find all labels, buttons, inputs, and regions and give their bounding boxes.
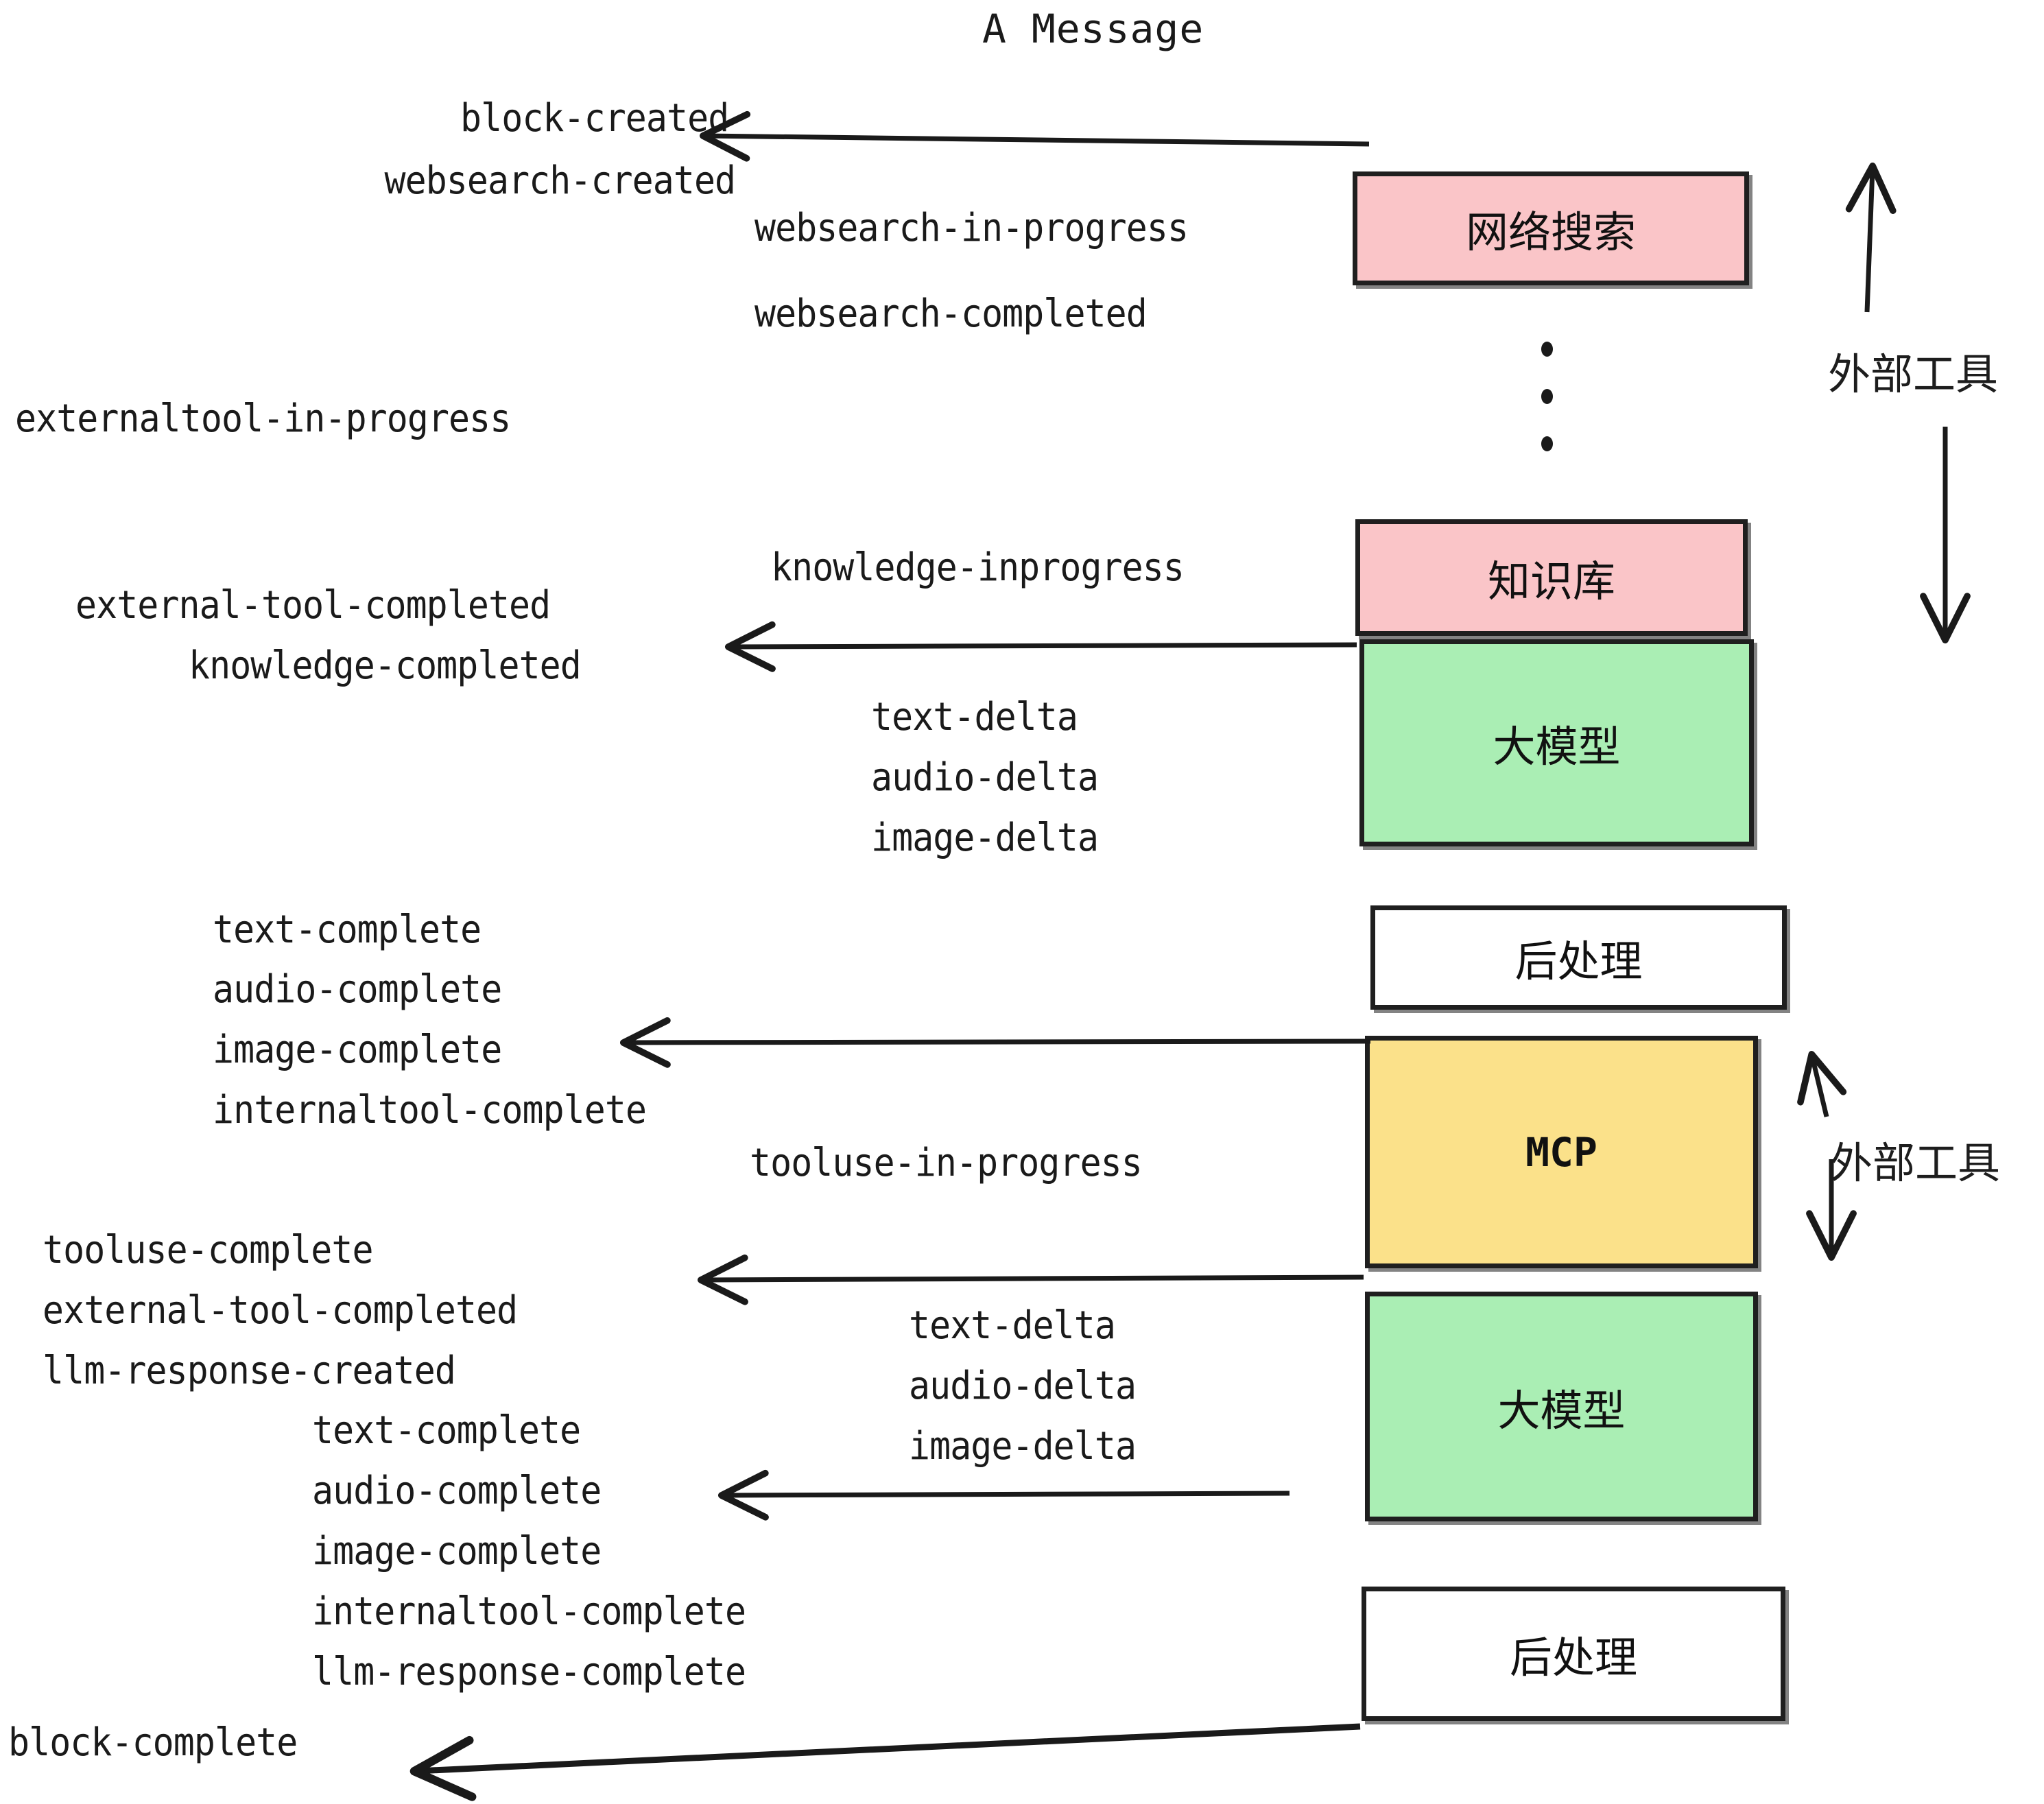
event-internaltool-complete-2: internaltool-complete: [312, 1589, 746, 1634]
event-llm-response-created: llm-response-created: [43, 1349, 456, 1393]
event-websearch-created: websearch-created: [384, 158, 737, 203]
arrow-knowledge-to-completed: [724, 621, 1357, 672]
box-mcp: MCP: [1365, 1036, 1758, 1268]
arrow-postprocess-to-image-complete: [619, 1017, 1371, 1068]
event-knowledge-inprogress: knowledge-inprogress: [771, 545, 1185, 590]
event-audio-complete-1: audio-complete: [213, 967, 502, 1012]
event-text-delta-2: text-delta: [909, 1303, 1116, 1348]
event-external-tool-completed-1: external-tool-completed: [75, 583, 551, 628]
event-audio-complete-2: audio-complete: [312, 1469, 602, 1513]
arrow-postprocess-to-block-complete: [409, 1723, 1361, 1801]
event-image-delta-1: image-delta: [871, 816, 1099, 860]
event-audio-delta-2: audio-delta: [909, 1364, 1137, 1408]
box-knowledge: 知识库: [1355, 519, 1748, 636]
box-llm-bottom: 大模型: [1365, 1292, 1758, 1521]
event-llm-response-complete: llm-response-complete: [312, 1650, 746, 1694]
dot-1: [1541, 342, 1553, 357]
event-internaltool-complete-1: internaltool-complete: [213, 1088, 647, 1132]
box-llm-bottom-label: 大模型: [1497, 1385, 1626, 1436]
box-websearch: 网络搜索: [1353, 171, 1749, 285]
event-text-complete-2: text-complete: [312, 1408, 581, 1453]
page-title: A Message: [982, 5, 1204, 52]
arrow-external-tools-bottom-up: [1797, 1051, 1847, 1117]
event-tooluse-in-progress: tooluse-in-progress: [750, 1141, 1143, 1185]
event-tooluse-complete: tooluse-complete: [43, 1228, 373, 1272]
event-websearch-completed: websearch-completed: [754, 292, 1148, 336]
box-llm-top: 大模型: [1359, 639, 1754, 846]
box-postprocess-top-label: 后处理: [1514, 936, 1643, 986]
arrow-llm-to-audio-complete: [717, 1469, 1290, 1521]
box-postprocess-bottom: 后处理: [1362, 1587, 1785, 1721]
event-text-complete-1: text-complete: [213, 907, 482, 952]
event-text-delta-1: text-delta: [871, 695, 1078, 739]
external-tools-label-bottom: 外部工具: [1830, 1138, 2001, 1188]
box-mcp-label: MCP: [1525, 1128, 1597, 1176]
event-websearch-in-progress: websearch-in-progress: [754, 206, 1189, 250]
event-knowledge-completed: knowledge-completed: [189, 643, 582, 688]
arrow-external-tools-top-up: [1845, 162, 1897, 313]
event-external-tool-completed-2: external-tool-completed: [43, 1288, 518, 1333]
dot-2: [1541, 389, 1553, 404]
dot-3: [1541, 436, 1553, 451]
event-audio-delta-1: audio-delta: [871, 755, 1099, 800]
box-postprocess-top: 后处理: [1370, 905, 1787, 1010]
ellipsis-dots: [1540, 342, 1554, 451]
event-block-complete: block-complete: [8, 1720, 298, 1765]
event-block-created: block-created: [460, 96, 729, 141]
event-image-delta-2: image-delta: [909, 1424, 1137, 1469]
box-llm-top-label: 大模型: [1493, 722, 1621, 772]
box-websearch-label: 网络搜索: [1465, 207, 1636, 257]
arrow-websearch-to-block-created: [699, 110, 1370, 162]
event-externaltool-in-progress: externaltool-in-progress: [15, 396, 511, 441]
box-knowledge-label: 知识库: [1487, 556, 1615, 606]
event-image-complete-2: image-complete: [312, 1529, 602, 1574]
arrow-mcp-to-tooluse-complete: [697, 1254, 1364, 1305]
event-image-complete-1: image-complete: [213, 1028, 502, 1072]
box-postprocess-bottom-label: 后处理: [1509, 1633, 1637, 1683]
external-tools-label-top: 外部工具: [1828, 349, 1999, 399]
